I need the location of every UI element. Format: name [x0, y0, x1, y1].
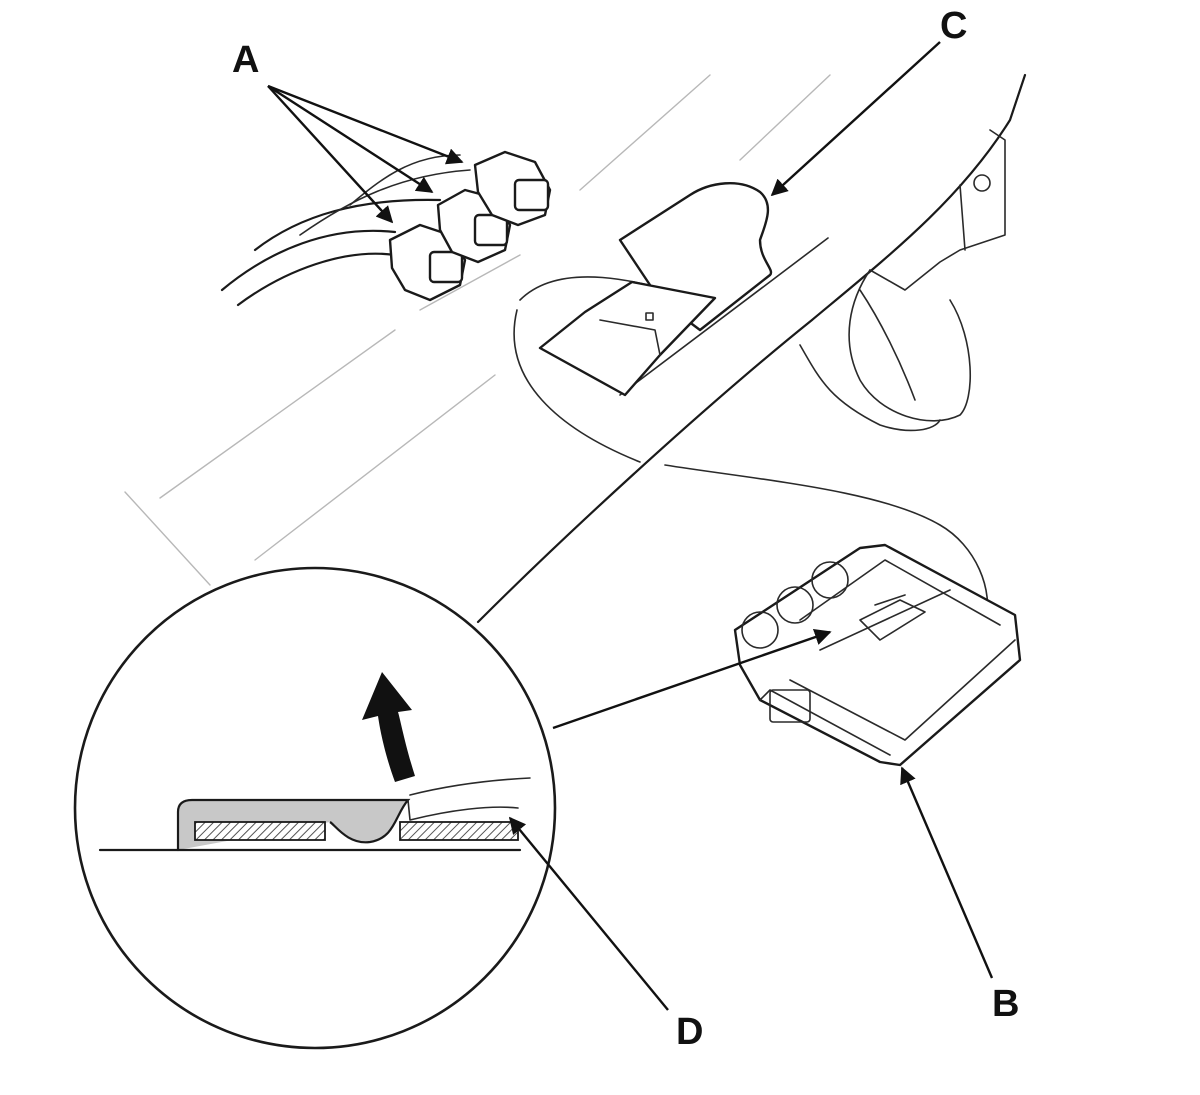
panel-surface-lines [124, 74, 831, 586]
connectors-a [220, 150, 552, 307]
callout-d: D [676, 1011, 703, 1053]
clip-c [538, 182, 773, 397]
callout-b: B [992, 983, 1019, 1025]
callout-c: C [940, 5, 967, 47]
lift-arrow-icon [362, 672, 415, 782]
mounting-bracket [799, 129, 1006, 432]
panel-edges [476, 73, 1027, 626]
leader-lines [267, 41, 994, 1011]
connector-b [733, 543, 1022, 767]
connector-a-3 [473, 150, 552, 227]
detail-view [73, 566, 832, 1050]
callout-a: A [232, 39, 259, 81]
